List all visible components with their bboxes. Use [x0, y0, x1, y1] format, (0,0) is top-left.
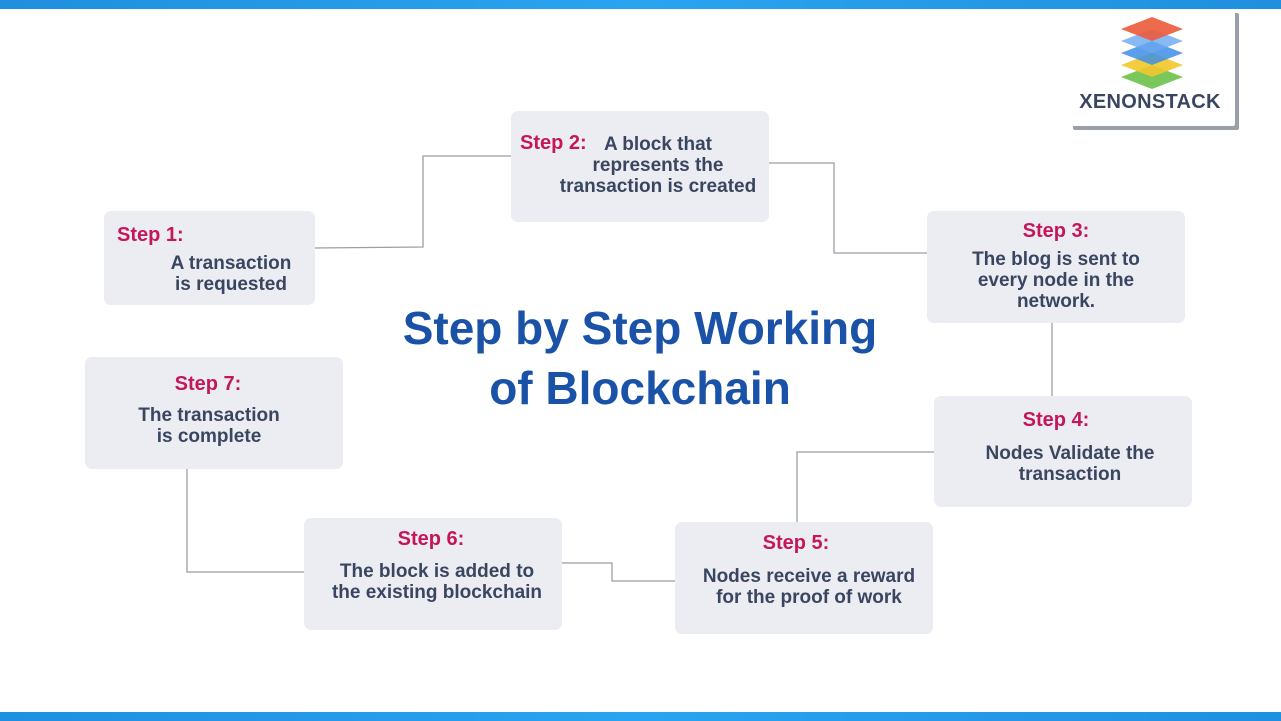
step-1-text: A transaction is requested: [170, 253, 292, 295]
step-7-label: Step 7:: [174, 373, 242, 395]
step-6-box: Step 6: The block is added to the existi…: [304, 518, 562, 630]
connector-step5-step6: [561, 562, 676, 582]
step-5-box: Step 5: Nodes receive a reward for the p…: [675, 522, 933, 634]
step-5-text: Nodes receive a reward for the proof of …: [702, 566, 916, 608]
top-accent-bar: [0, 0, 1281, 9]
bottom-accent-bar: [0, 712, 1281, 721]
step-7-text: The transaction is complete: [138, 405, 280, 447]
step-3-text: The blog is sent to every node in the ne…: [972, 249, 1140, 312]
step-1-label: Step 1:: [117, 224, 184, 246]
diagram-title: Step by Step Working of Blockchain: [402, 302, 878, 414]
connector-step4-step5: [796, 451, 935, 522]
xenonstack-logo: XENONSTACK: [1069, 9, 1235, 126]
step-3-box: Step 3: The blog is sent to every node i…: [927, 211, 1185, 323]
step-3-label: Step 3:: [1022, 220, 1090, 242]
step-5-label: Step 5:: [762, 532, 830, 554]
layered-stack-icon: [1121, 17, 1183, 89]
step-4-label: Step 4:: [1022, 409, 1090, 431]
step-2-label: Step 2:: [520, 132, 587, 154]
step-2-text: A block that represents the transaction …: [559, 134, 757, 197]
step-4-box: Step 4: Nodes Validate the transaction: [934, 396, 1192, 507]
step-6-label: Step 6:: [397, 528, 465, 550]
connector-step2-step3: [767, 162, 928, 254]
step-1-box: Step 1: A transaction is requested: [104, 211, 315, 305]
connector-step6-step7: [186, 468, 305, 573]
step-7-box: Step 7: The transaction is complete: [85, 357, 343, 469]
step-2-box: Step 2: A block that represents the tran…: [511, 111, 769, 222]
logo-name: XENONSTACK: [1079, 91, 1221, 113]
connector-step1-step2: [313, 155, 512, 249]
step-4-text: Nodes Validate the transaction: [985, 443, 1155, 485]
step-6-text: The block is added to the existing block…: [331, 561, 543, 603]
